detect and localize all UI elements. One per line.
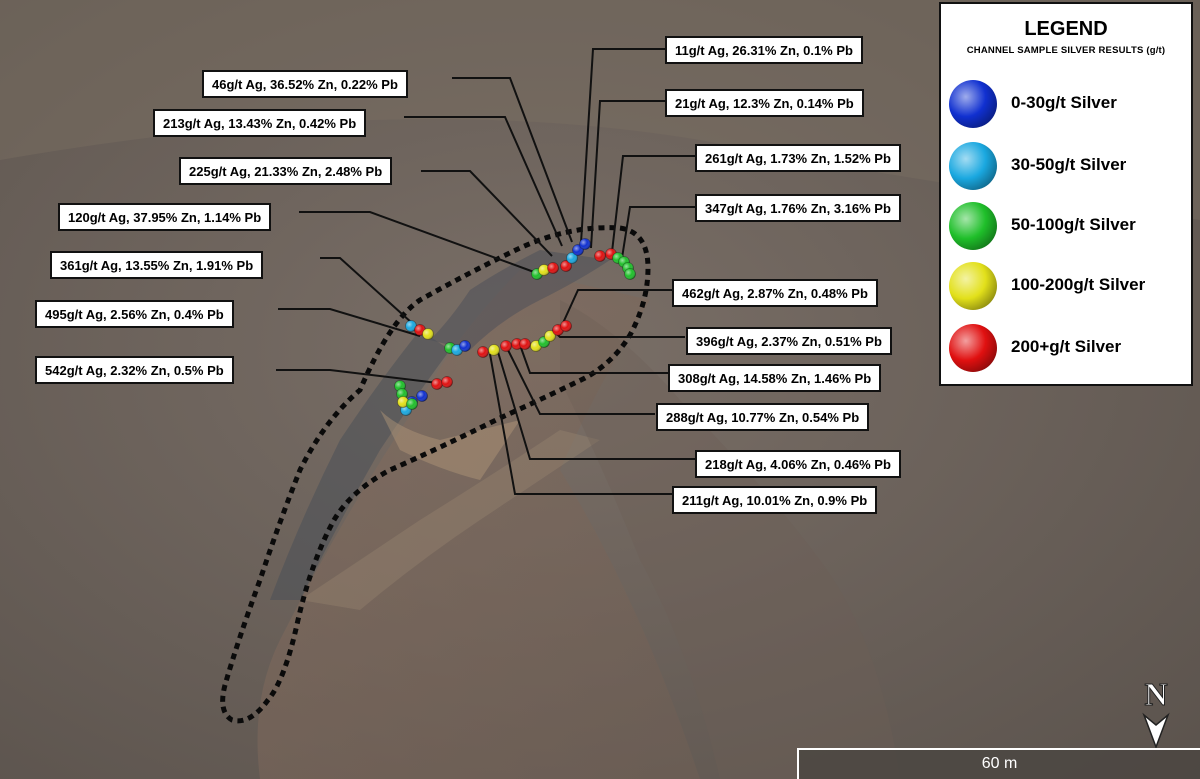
sample-point-shade [511,338,523,350]
north-label: N [1144,676,1167,712]
callout-sample: 213g/t Ag, 13.43% Zn, 0.42% Pb [153,109,367,137]
sample-point-shade [538,264,550,276]
sample-point-shade [560,320,572,332]
legend-label: 30-50g/t Silver [1011,155,1127,174]
callout-sample: 120g/t Ag, 37.95% Zn, 1.14% Pb [58,203,272,231]
legend-title: LEGEND [1024,18,1108,40]
legend-item: 30-50g/t Silver [949,142,1189,196]
legend-item: 100-200g/t Silver [949,262,1189,316]
sample-point-shade [594,250,606,262]
scale-bar: 60 m [797,748,1200,779]
sample-point-shade [477,346,489,358]
sample-point-shade [544,330,556,342]
sample-point-shade [422,328,434,340]
legend-item: 200+g/t Silver [949,324,1189,378]
sample-point-shade [396,388,408,400]
sample-point-shade [405,320,417,332]
callout-sample: 361g/t Ag, 13.55% Zn, 1.91% Pb [50,251,264,279]
sample-point-shade [500,340,512,352]
sample-point-shade [441,376,453,388]
north-arrow-icon: N [1142,676,1170,750]
callout-sample: 542g/t Ag, 2.32% Zn, 0.5% Pb [35,356,234,384]
sample-point-shade [566,252,578,264]
sample-point-shade [406,398,418,410]
callout-sample: 261g/t Ag, 1.73% Zn, 1.52% Pb [695,144,901,172]
callout-sample: 218g/t Ag, 4.06% Zn, 0.46% Pb [695,450,901,478]
sample-point-shade [459,340,471,352]
sample-point-shade [416,390,428,402]
callout-sample: 288g/t Ag, 10.77% Zn, 0.54% Pb [656,403,870,431]
sample-point-shade [488,344,500,356]
sample-point-shade [560,260,572,272]
callout-sample: 211g/t Ag, 10.01% Zn, 0.9% Pb [672,486,878,514]
scale-label: 60 m [981,755,1018,772]
callout-sample: 21g/t Ag, 12.3% Zn, 0.14% Pb [665,89,864,117]
legend: LEGEND CHANNEL SAMPLE SILVER RESULTS (g/… [939,2,1193,386]
sample-point-shade [519,338,531,350]
legend-label: 0-30g/t Silver [1011,93,1117,112]
callout-sample: 396g/t Ag, 2.37% Zn, 0.51% Pb [686,327,892,355]
legend-swatch [949,262,997,310]
target-outline [220,225,651,724]
sample-point-shade [579,238,591,250]
sample-point-shade [397,396,409,408]
legend-subtitle: CHANNEL SAMPLE SILVER RESULTS (g/t) [966,45,1166,56]
callout-sample: 46g/t Ag, 36.52% Zn, 0.22% Pb [202,70,408,98]
sample-points [394,238,636,416]
sample-point-shade [624,268,636,280]
callout-sample: 347g/t Ag, 1.76% Zn, 3.16% Pb [695,194,901,222]
sample-point-shade [547,262,559,274]
callout-sample: 11g/t Ag, 26.31% Zn, 0.1% Pb [665,36,863,64]
legend-swatch [949,202,997,250]
callout-sample: 495g/t Ag, 2.56% Zn, 0.4% Pb [35,300,234,328]
legend-label: 200+g/t Silver [1011,337,1122,356]
legend-swatch [949,142,997,190]
legend-swatch [949,324,997,372]
legend-label: 100-200g/t Silver [1011,275,1146,294]
callout-sample: 308g/t Ag, 14.58% Zn, 1.46% Pb [668,364,882,392]
callout-sample: 225g/t Ag, 21.33% Zn, 2.48% Pb [179,157,393,185]
legend-item: 0-30g/t Silver [949,80,1189,134]
callout-sample: 462g/t Ag, 2.87% Zn, 0.48% Pb [672,279,878,307]
leader-lines [276,48,695,495]
legend-label: 50-100g/t Silver [1011,215,1136,234]
sample-point-shade [431,378,443,390]
legend-swatch [949,80,997,128]
legend-item: 50-100g/t Silver [949,202,1189,256]
